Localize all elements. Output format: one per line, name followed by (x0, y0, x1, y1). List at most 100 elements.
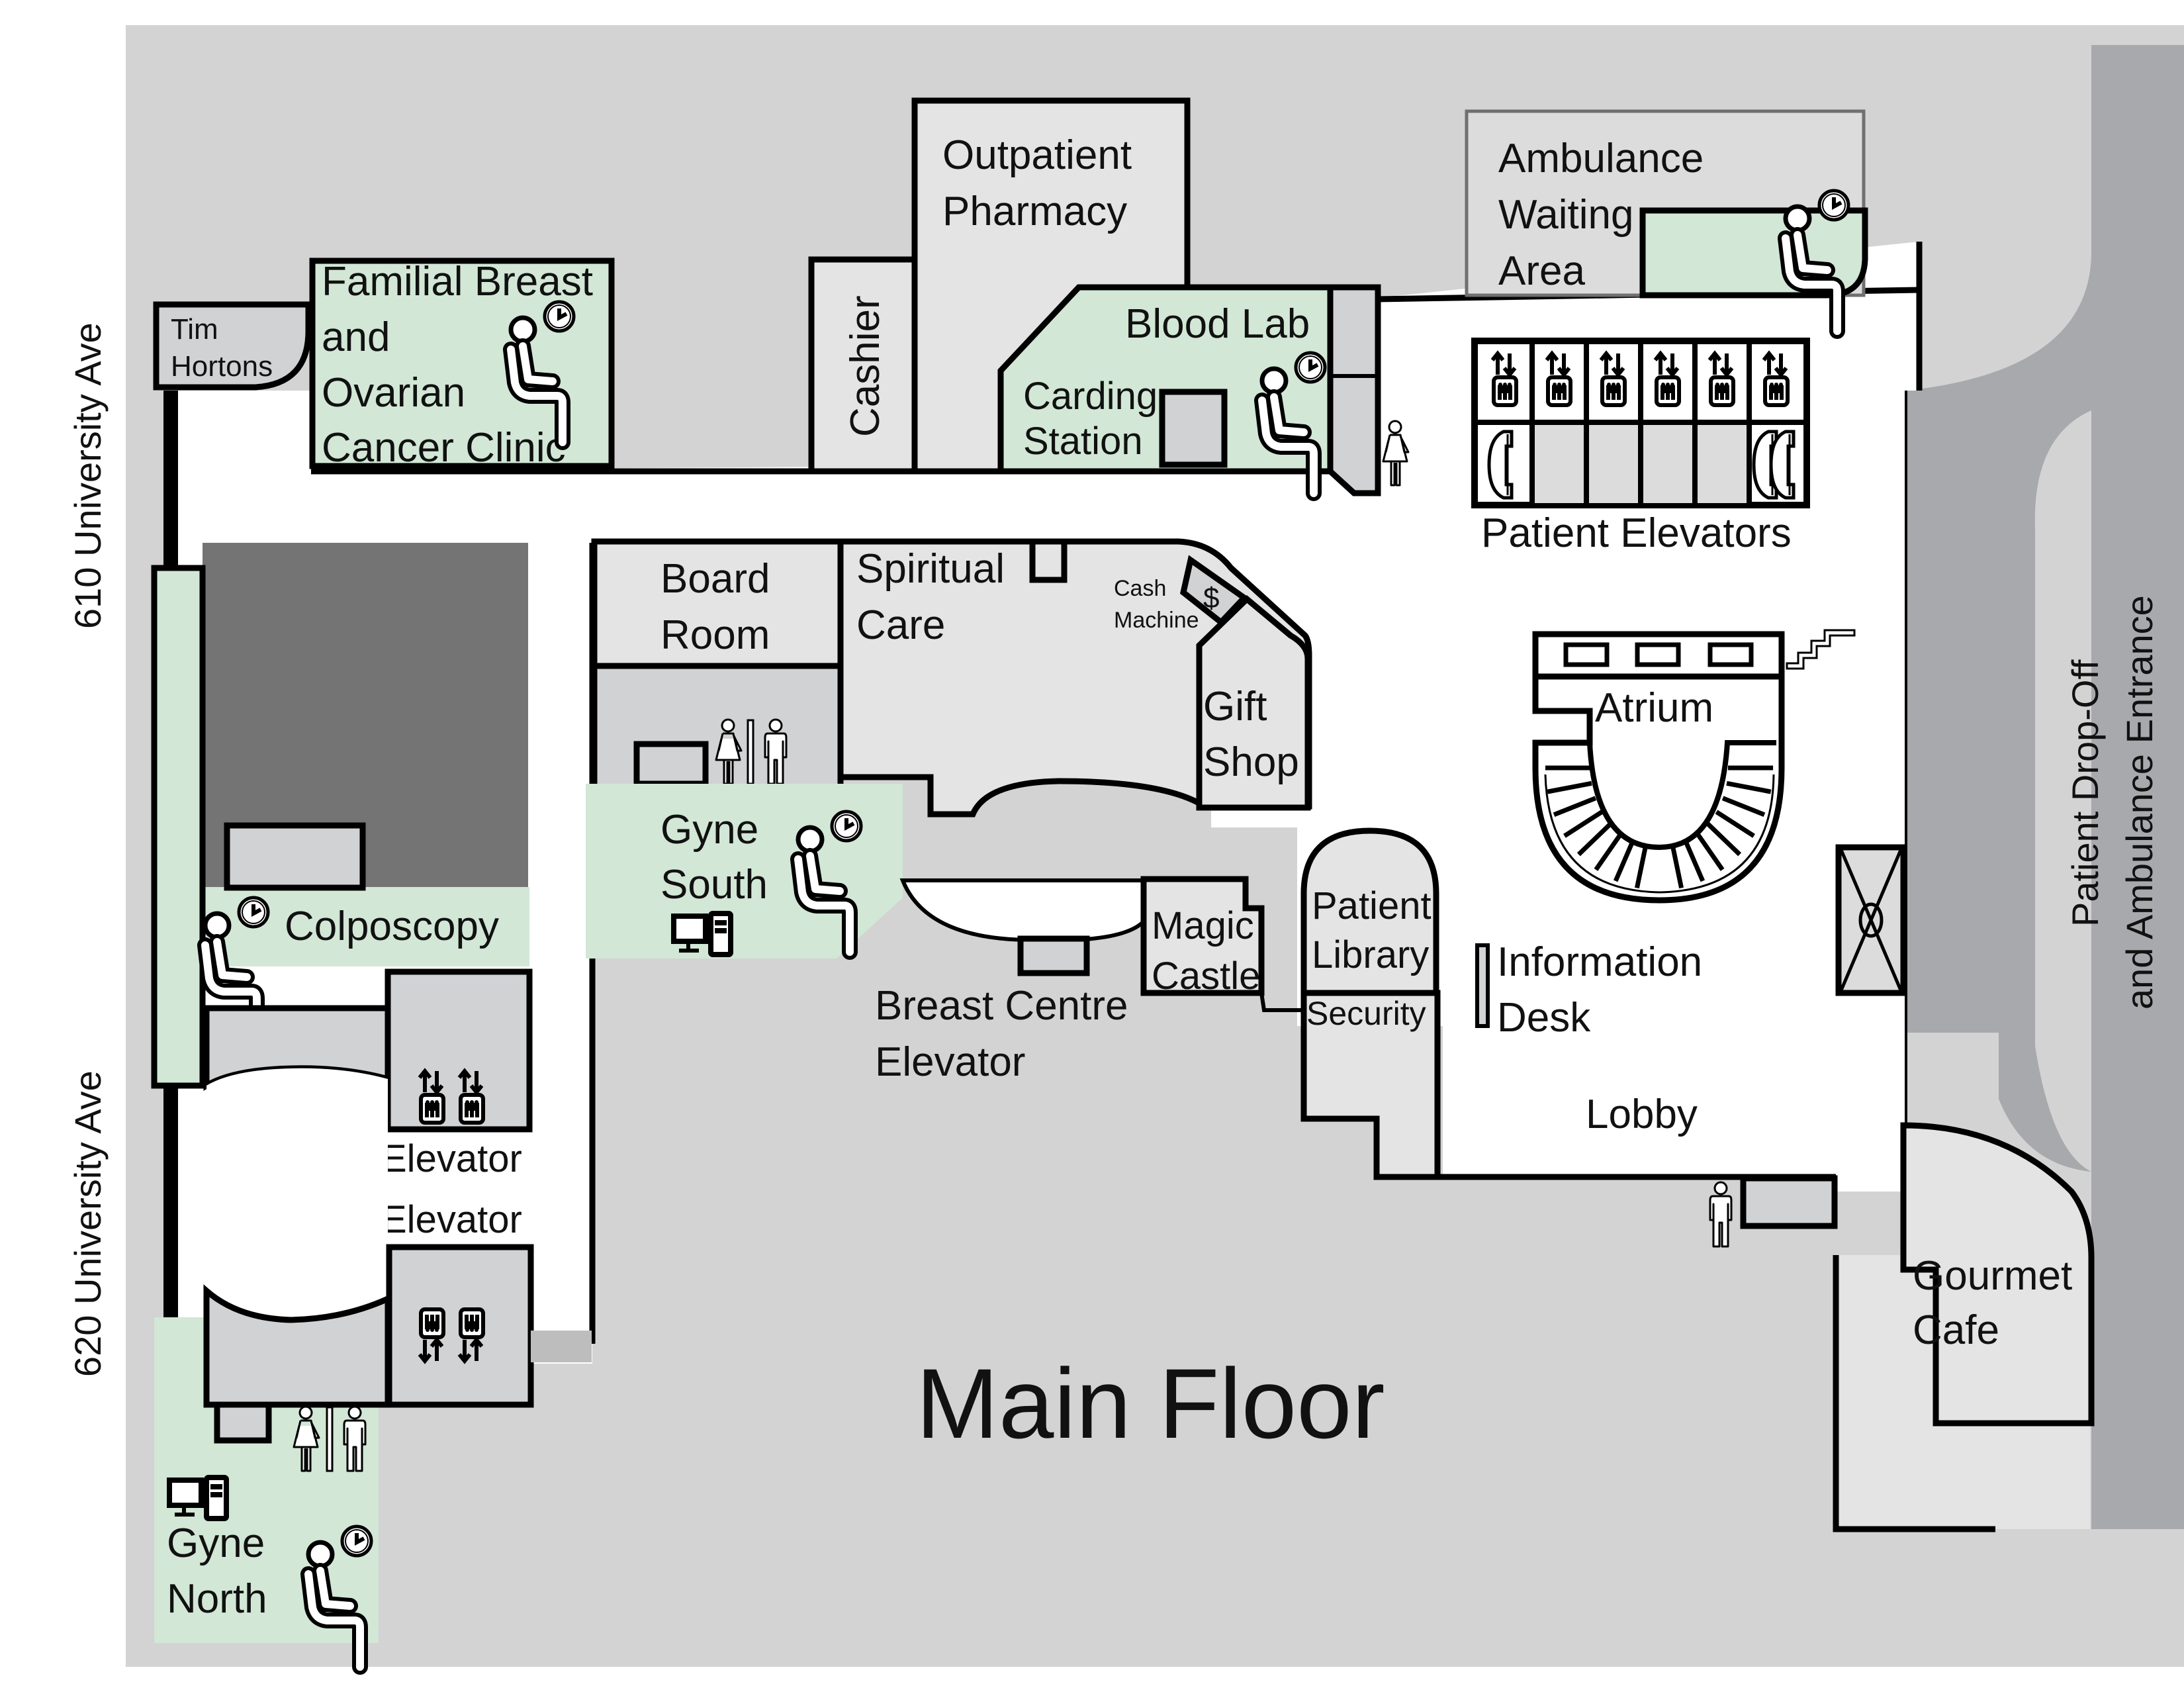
atrium[interactable] (1532, 631, 1785, 904)
telephone-icon (1771, 432, 1794, 498)
breast-centre-elevator-label-2: Elevator (875, 1039, 1025, 1085)
gourmet-cafe-label-2: Cafe (1913, 1307, 1999, 1353)
lobby-label: Lobby (1586, 1092, 1698, 1137)
stair-step (1695, 832, 1725, 871)
spiral-stair-steps (1545, 765, 1774, 889)
room-tim-hortons[interactable] (153, 301, 312, 391)
gyne-south-label-2: South (660, 862, 768, 908)
room-gourmet-cafe[interactable] (1900, 1122, 2095, 1427)
stair-step (1726, 780, 1772, 794)
familial-clinic-label-4: Cancer Clinic (322, 425, 566, 471)
stair-step (1547, 780, 1592, 794)
entrance-label-2: and Ambulance Entrance (2118, 595, 2160, 1009)
gyne-north-label-2: North (167, 1576, 267, 1622)
tim-hortons-label-1: Tim (171, 313, 218, 346)
breast-centre-elevator[interactable] (1017, 935, 1090, 976)
room-magic-castle[interactable] (1140, 876, 1265, 996)
magic-castle-label-2: Castle (1152, 955, 1260, 998)
patient-elevators-label: Patient Elevators (1481, 510, 1792, 556)
cafe-annex (1836, 1255, 2090, 1529)
ambulance-waiting-label-3: Area (1498, 248, 1585, 294)
floor-title: Main Floor (916, 1348, 1385, 1459)
cash-symbol: $ (1203, 582, 1219, 614)
cash-machine-label-2: Machine (1114, 608, 1199, 633)
stair-step (1715, 810, 1755, 838)
ambulance-waiting-label-1: Ambulance (1498, 136, 1704, 181)
information-desk-label-1: Information (1497, 939, 1702, 985)
breast-centre-elevator-label-1: Breast Centre (875, 983, 1128, 1029)
elevator-lobby-lower (203, 1284, 391, 1408)
cashier-label: Cashier (842, 295, 888, 437)
gourmet-cafe-label-1: Gourmet (1913, 1253, 2072, 1299)
familial-clinic-label-1: Familial Breast (322, 259, 593, 305)
tim-hortons-label-2: Hortons (171, 350, 273, 383)
patient-elevators-bank[interactable] (1471, 338, 1810, 508)
stair-step (1635, 845, 1649, 889)
carding-station-label-2: Station (1023, 420, 1143, 463)
magic-castle-label-1: Magic (1152, 904, 1254, 947)
room-spiritual-care[interactable] (837, 538, 1312, 818)
street-label-620: 620 University Ave (67, 1070, 109, 1377)
carding-station-label-1: Carding (1023, 375, 1158, 418)
elevator-shaft (1643, 425, 1692, 503)
room-blood-lab[interactable] (997, 284, 1334, 475)
telephone-icon (1489, 432, 1512, 498)
gift-shop-label-1: Gift (1203, 684, 1267, 729)
room-security[interactable] (1300, 990, 1441, 1180)
information-desk[interactable] (1475, 943, 1490, 1028)
stair-step (1670, 845, 1684, 889)
blood-lab-side-room (1327, 284, 1381, 496)
board-room-label-1: Board (660, 556, 770, 602)
board-room-label-2: Room (660, 612, 770, 658)
elevator-shaft (1589, 425, 1638, 503)
colposcopy-label: Colposcopy (285, 904, 499, 949)
stair-step (1706, 822, 1742, 857)
patient-library-label-1: Patient (1312, 884, 1432, 927)
room-gyne-south[interactable] (586, 784, 903, 959)
pharmacy-label-1: Outpatient (942, 132, 1132, 178)
stair-step (1613, 840, 1635, 882)
spiritual-care-label-1: Spiritual (856, 546, 1005, 592)
atrium-label: Atrium (1595, 685, 1713, 731)
gyne-south-label-1: Gyne (660, 807, 758, 853)
stair-step (1594, 832, 1623, 871)
familial-clinic-label-3: Ovarian (322, 370, 465, 416)
elevator-lower-label: Elevator (381, 1198, 522, 1241)
room-patient-library[interactable] (1300, 827, 1439, 996)
stair-step (1553, 796, 1597, 818)
spiritual-care-label-2: Care (856, 602, 945, 648)
room-gift-shop[interactable] (1196, 594, 1311, 811)
blood-lab-label: Blood Lab (1125, 301, 1310, 347)
drop-off-island (2034, 410, 2091, 1172)
stairs-icon (1786, 629, 1856, 670)
colposcopy-desk (224, 822, 366, 891)
corridor-ramp (531, 1331, 592, 1362)
street-label-610: 610 University Ave (67, 322, 109, 629)
stair-step (1576, 822, 1612, 857)
spiritual-care-alcove (1029, 538, 1068, 583)
entrance-label-1: Patient Drop-Off (2064, 659, 2106, 927)
stair-step (1683, 840, 1706, 882)
pharmacy-label-2: Pharmacy (942, 189, 1127, 234)
ambulance-waiting-label-2: Waiting (1498, 192, 1633, 238)
central-round-lobby (206, 1068, 388, 1320)
room-board-room[interactable] (591, 538, 844, 669)
information-desk-label-2: Desk (1497, 995, 1591, 1041)
elevator-shaft (1535, 425, 1584, 503)
gyne-north-desk (214, 1401, 272, 1444)
corridor-main (165, 242, 1919, 1364)
patient-library-label-2: Library (1312, 933, 1429, 976)
stair-step (1563, 810, 1604, 838)
security-label: Security (1306, 995, 1426, 1032)
elevator-upper-label: Elevator (381, 1137, 522, 1180)
cash-machine-label-1: Cash (1114, 576, 1166, 601)
stair-step (1721, 796, 1766, 818)
familial-clinic-label-2: and (322, 314, 390, 360)
gift-shop-label-2: Shop (1203, 739, 1299, 785)
revolving-door[interactable] (1835, 844, 1907, 996)
elevator-shaft (1698, 425, 1747, 503)
gyne-north-label-1: Gyne (167, 1521, 265, 1566)
room-cashier[interactable] (808, 256, 918, 475)
lobby-storage-room (1740, 1175, 1838, 1229)
